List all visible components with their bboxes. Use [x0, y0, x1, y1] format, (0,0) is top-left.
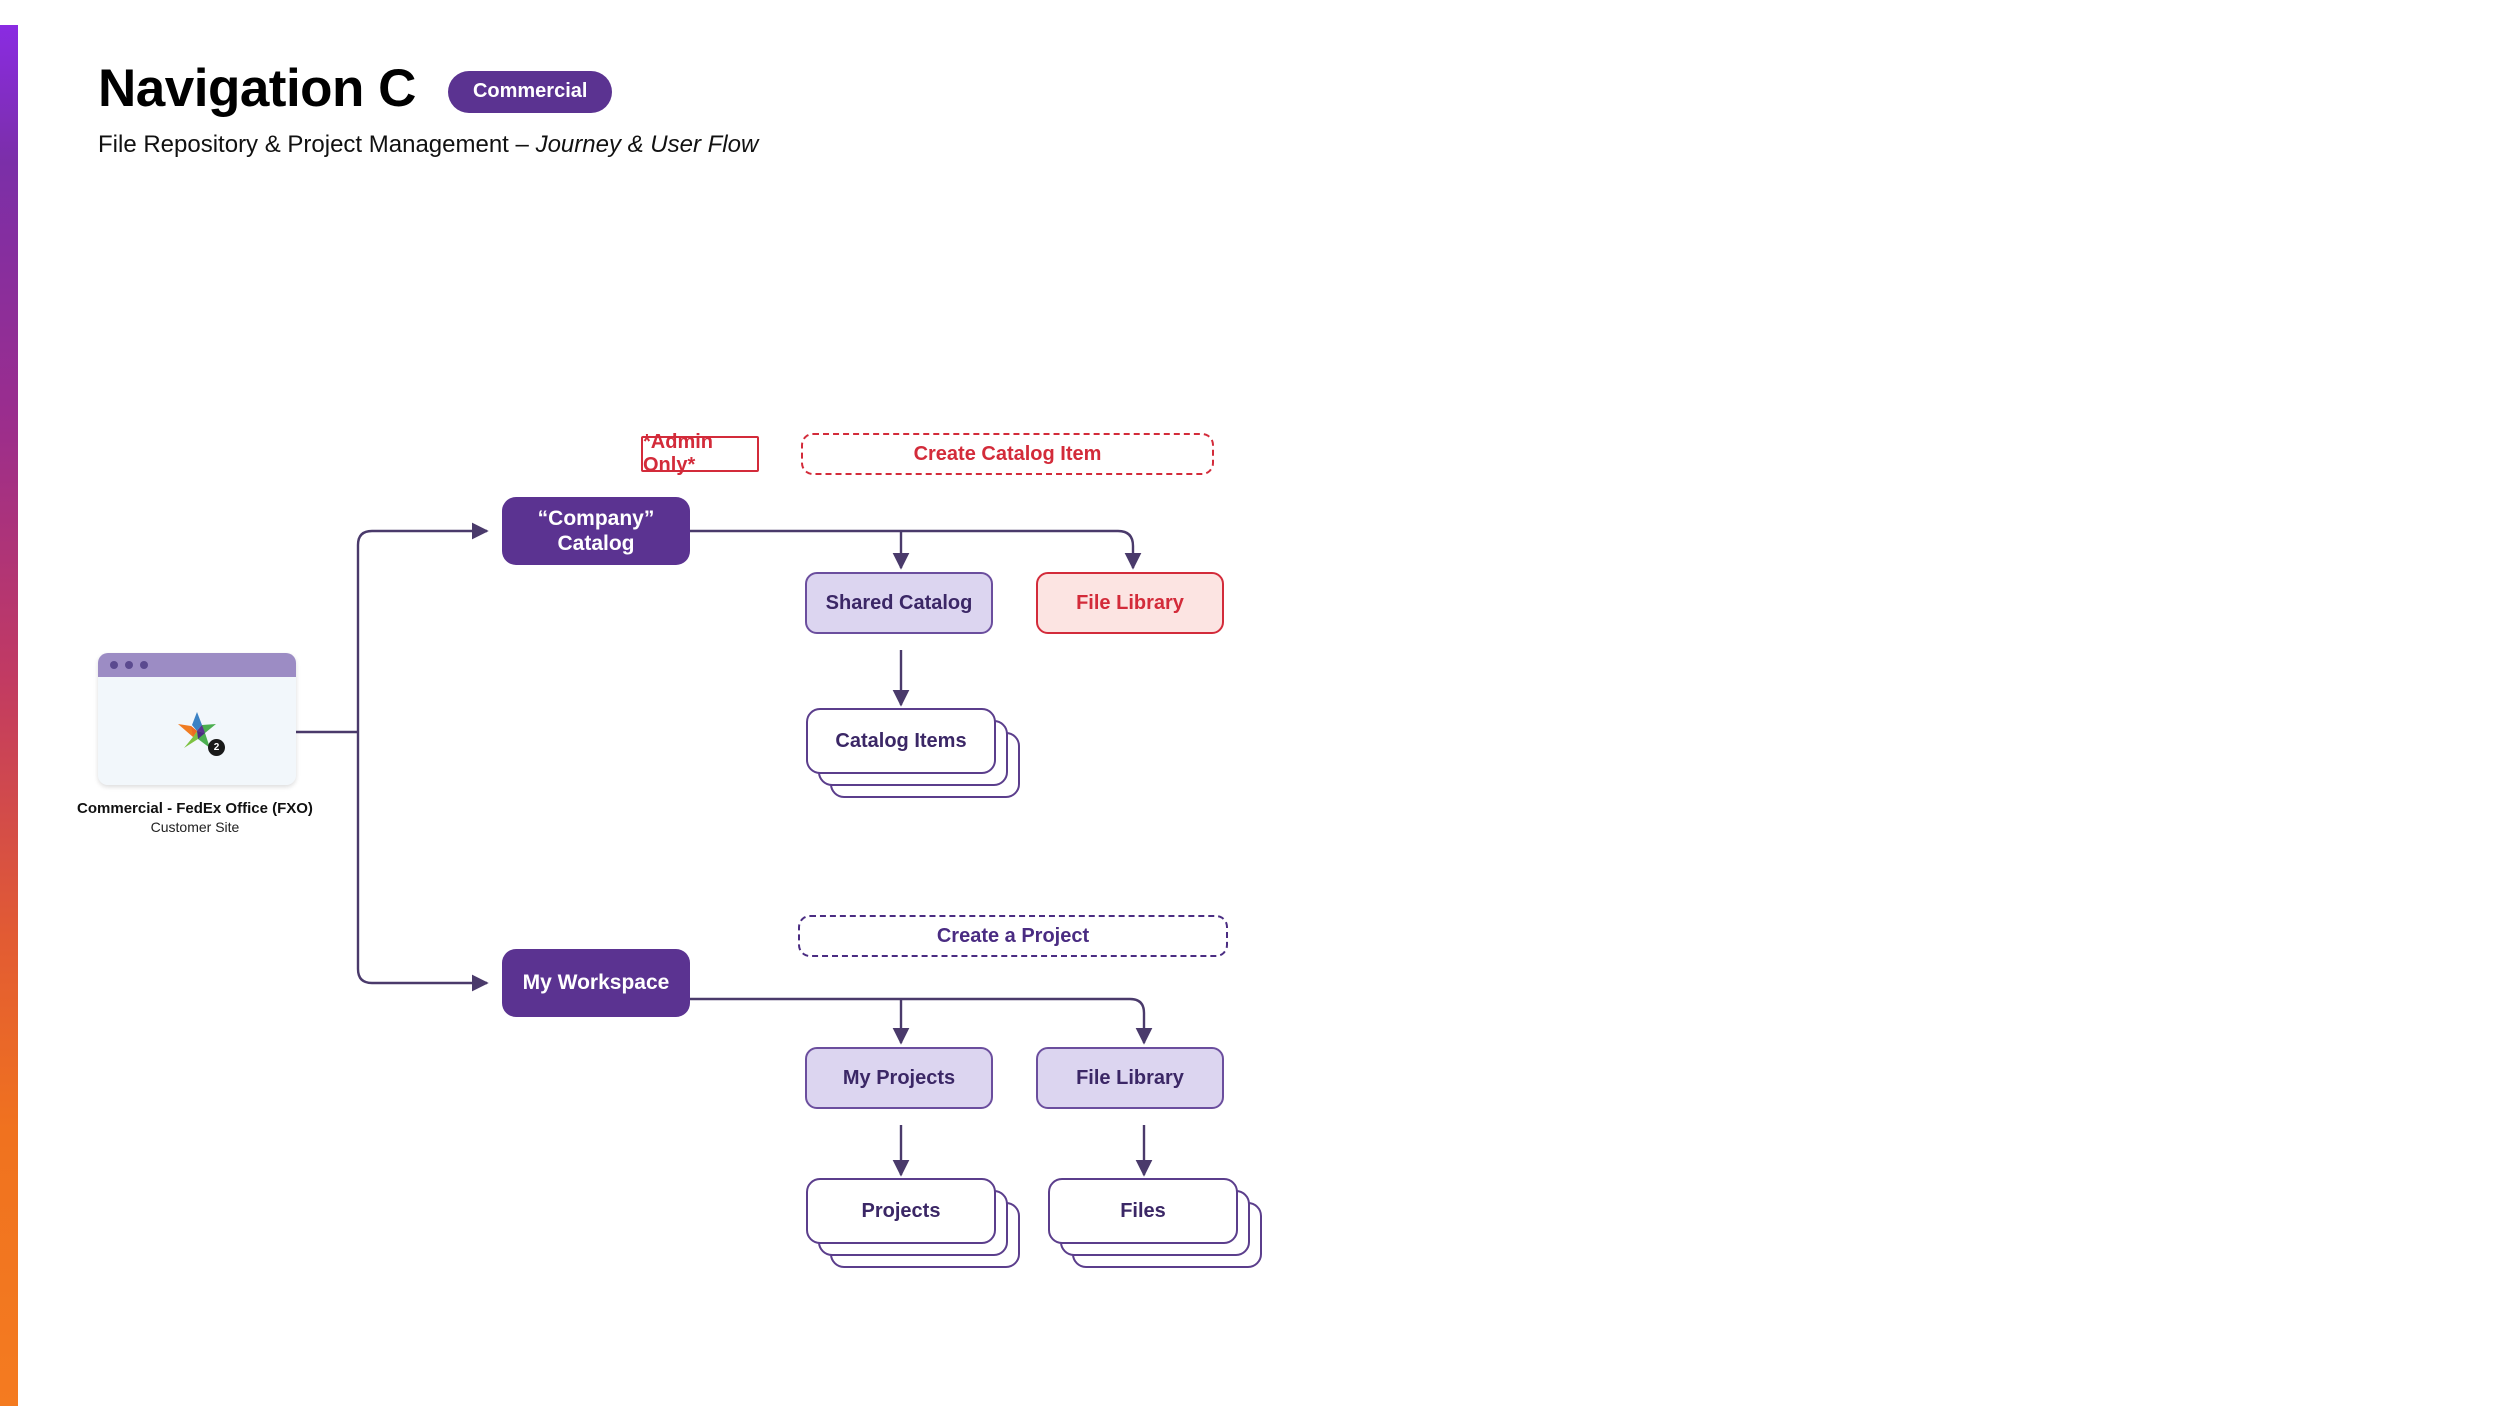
company-catalog-node[interactable]: “Company” Catalog [502, 497, 690, 565]
workspace-file-library-node[interactable]: File Library [1036, 1047, 1224, 1109]
page-header: Navigation C Commercial File Repository … [98, 62, 758, 159]
create-a-project-action[interactable]: Create a Project [798, 915, 1228, 957]
multicolor-asterisk-logo-icon: 2 [174, 708, 225, 756]
browser-viewport: 2 [98, 677, 296, 785]
files-card-stack[interactable]: Files [1048, 1178, 1278, 1273]
catalog-items-card[interactable]: Catalog Items [806, 708, 996, 774]
admin-only-label: *Admin Only* [641, 431, 759, 476]
projects-card[interactable]: Projects [806, 1178, 996, 1244]
entry-caption-subtitle: Customer Site [150, 819, 240, 835]
brand-accent-strip [0, 25, 18, 1406]
subtitle-main: File Repository & Project Management [98, 131, 509, 158]
projects-card-stack[interactable]: Projects [806, 1178, 1036, 1273]
create-catalog-item-action[interactable]: Create Catalog Item [801, 433, 1214, 475]
catalog-items-card-stack[interactable]: Catalog Items [806, 708, 1036, 803]
subtitle-dash: – [515, 131, 529, 158]
page-subtitle: File Repository & Project Management – J… [98, 131, 758, 159]
entry-caption: Commercial - FedEx Office (FXO) Customer… [30, 800, 360, 835]
catalog-file-library-node[interactable]: File Library [1036, 572, 1224, 634]
browser-dot-icon [125, 661, 133, 669]
customer-site-browser-window[interactable]: 2 [98, 653, 296, 785]
browser-title-bar [98, 653, 296, 677]
my-workspace-node[interactable]: My Workspace [502, 949, 690, 1017]
browser-dot-icon [110, 661, 118, 669]
page-title: Navigation C [98, 59, 416, 118]
my-projects-node[interactable]: My Projects [805, 1047, 993, 1109]
title-row: Navigation C Commercial [98, 62, 758, 115]
files-card[interactable]: Files [1048, 1178, 1238, 1244]
subtitle-italic: Journey & User Flow [535, 131, 759, 158]
logo-count-badge: 2 [208, 739, 225, 756]
browser-dot-icon [140, 661, 148, 669]
shared-catalog-node[interactable]: Shared Catalog [805, 572, 993, 634]
entry-caption-title: Commercial - FedEx Office (FXO) [77, 800, 313, 817]
status-badge: Commercial [447, 70, 613, 113]
